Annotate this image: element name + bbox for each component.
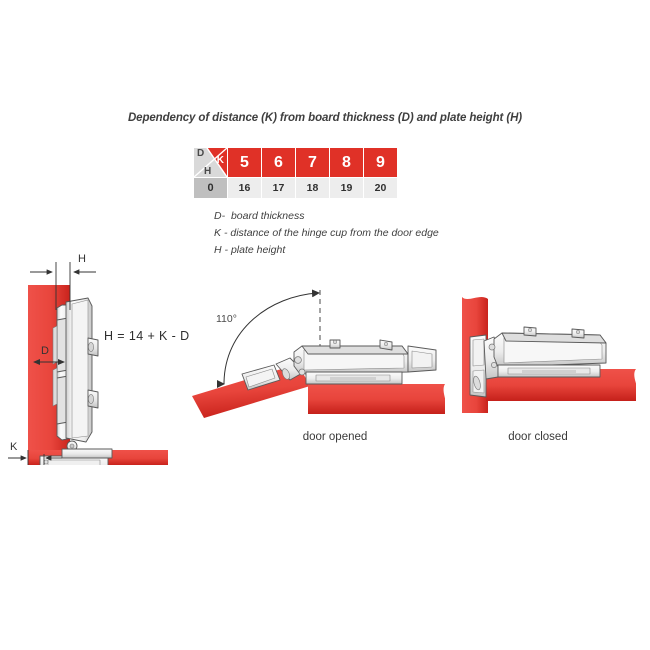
corner-label-H: H bbox=[204, 166, 212, 177]
legend-item-K: K - distance of the hinge cup from the d… bbox=[214, 225, 439, 242]
dimension-label-d: D bbox=[41, 345, 49, 357]
caption-door-opened: door opened bbox=[302, 431, 368, 443]
legend: D- board thickness K - distance of the h… bbox=[214, 208, 439, 259]
dependency-table-wrapper: D H K 5 6 7 8 9 0 16 17 18 19 20 bbox=[193, 147, 398, 199]
figure-side-section: H D K H = 14 + K - D bbox=[0, 250, 200, 465]
page-title: Dependency of distance (K) from board th… bbox=[127, 112, 523, 124]
carcass-board-red bbox=[308, 384, 452, 414]
angle-label-110: 110° bbox=[216, 313, 237, 325]
col-header-2: 7 bbox=[295, 147, 330, 178]
legend-symbol-K: K bbox=[214, 227, 222, 239]
dimension-label-h: H bbox=[78, 253, 86, 265]
table-row: 0 16 17 18 19 20 bbox=[193, 177, 398, 199]
cell-r0-c0: 16 bbox=[227, 177, 262, 199]
corner-label-K: K bbox=[216, 155, 224, 166]
dimension-k bbox=[8, 450, 62, 465]
hinge-assembly bbox=[39, 297, 113, 465]
hinge-assembly bbox=[469, 326, 607, 398]
legend-symbol-D: D bbox=[214, 210, 222, 222]
legend-dash-D: - bbox=[221, 210, 226, 222]
figure-door-closed bbox=[440, 285, 650, 430]
corner-label-D: D bbox=[197, 148, 205, 160]
legend-dash-K: - bbox=[223, 227, 228, 239]
angle-arc-110 bbox=[216, 289, 320, 388]
table-header-row: D H K 5 6 7 8 9 bbox=[193, 147, 398, 178]
legend-text-D: board thickness bbox=[230, 210, 305, 222]
legend-item-H: H - plate height bbox=[214, 242, 439, 259]
figure-door-opened: 110° bbox=[190, 280, 455, 430]
dependency-table: D H K 5 6 7 8 9 0 16 17 18 19 20 bbox=[193, 147, 398, 199]
hinge-assembly bbox=[241, 339, 437, 391]
legend-dash-H: - bbox=[224, 244, 229, 256]
dimension-h bbox=[30, 262, 96, 310]
legend-symbol-H: H bbox=[214, 244, 222, 256]
row-header-0: 0 bbox=[193, 177, 228, 199]
caption-door-closed: door closed bbox=[508, 431, 568, 443]
cell-r0-c4: 20 bbox=[363, 177, 398, 199]
formula-label: H = 14 + K - D bbox=[104, 329, 190, 343]
corner-diagonal-lines bbox=[194, 148, 227, 177]
col-header-0: 5 bbox=[227, 147, 262, 178]
cell-r0-c3: 19 bbox=[329, 177, 364, 199]
cell-r0-c1: 17 bbox=[261, 177, 296, 199]
col-header-1: 6 bbox=[261, 147, 296, 178]
col-header-4: 9 bbox=[363, 147, 398, 178]
table-corner-cell: D H K bbox=[193, 147, 228, 178]
dimension-label-k: K bbox=[10, 441, 18, 453]
col-header-3: 8 bbox=[329, 147, 364, 178]
legend-text-H: plate height bbox=[230, 244, 286, 256]
legend-item-D: D- board thickness bbox=[214, 208, 439, 225]
door-panel-tilted-red bbox=[192, 364, 310, 418]
legend-text-K: distance of the hinge cup from the door … bbox=[230, 227, 439, 239]
cell-r0-c2: 18 bbox=[295, 177, 330, 199]
